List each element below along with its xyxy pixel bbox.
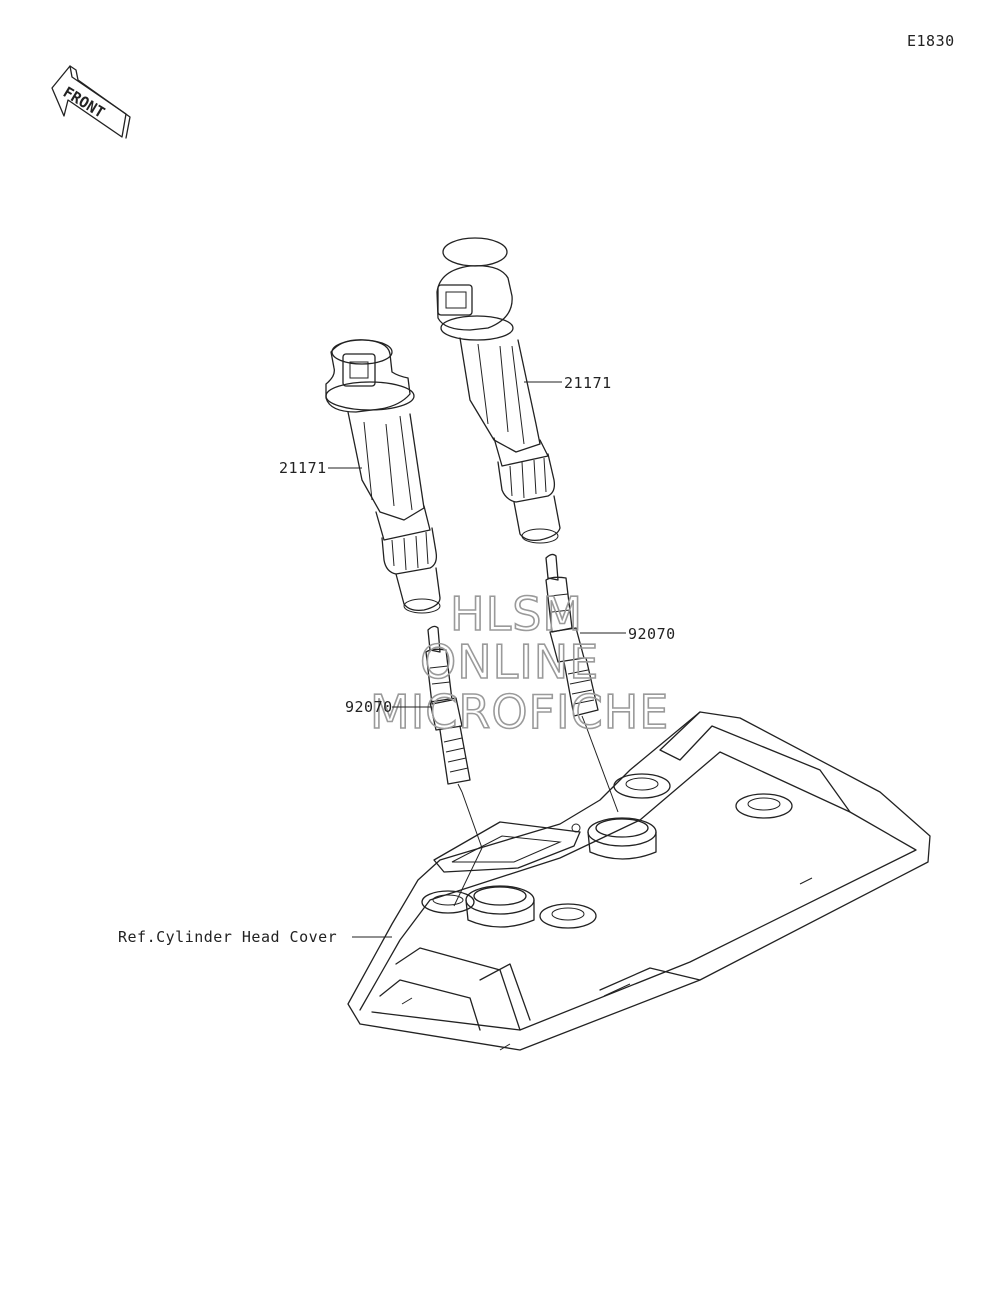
watermark-line-3: MICROFICHE: [370, 685, 669, 739]
ignition-coil-right: [436, 237, 561, 544]
ignition-coil-left: [325, 339, 441, 614]
callout-coil-left: 21171: [279, 459, 362, 477]
front-arrow-icon: FRONT: [51, 65, 131, 139]
front-arrow-label: FRONT: [60, 83, 108, 122]
diagram-code: E1830: [907, 32, 955, 50]
watermark-line-2: ONLINE: [420, 635, 599, 689]
callout-coil-right-label: 21171: [564, 374, 612, 392]
spark-plug-right: [545, 553, 619, 813]
cylinder-head-cover: [347, 711, 931, 1051]
watermark-line-1: HLSM: [450, 587, 583, 641]
callout-plug-right: 92070: [580, 625, 676, 643]
callout-coil-left-label: 21171: [279, 459, 327, 477]
callout-plug-right-label: 92070: [628, 625, 676, 643]
callout-head-cover-label: Ref.Cylinder Head Cover: [118, 928, 337, 946]
watermark: HLSM ONLINE MICROFICHE: [369, 586, 669, 740]
callout-plug-left: 92070: [345, 698, 432, 716]
callout-plug-left-label: 92070: [345, 698, 393, 716]
callout-head-cover: Ref.Cylinder Head Cover: [118, 928, 392, 946]
spark-plug-left: [425, 625, 483, 849]
callout-coil-right: 21171: [524, 374, 612, 392]
